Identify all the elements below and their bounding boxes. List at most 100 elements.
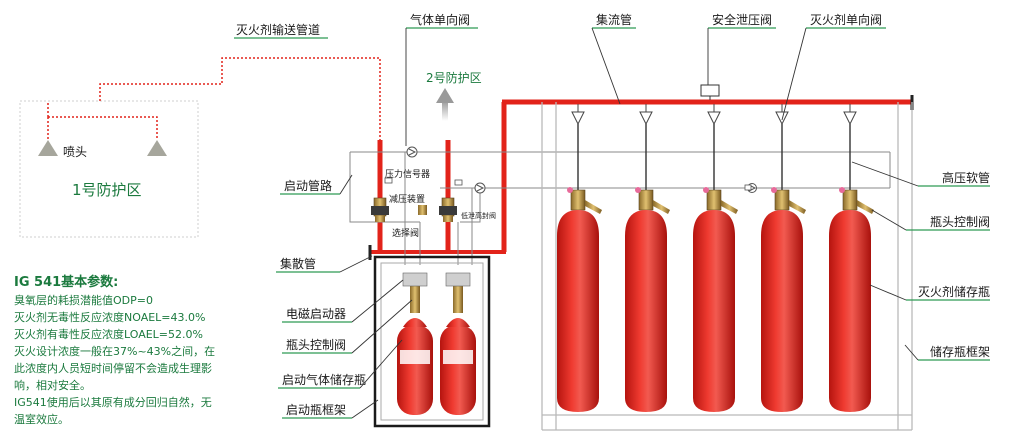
pressure-switch-icon <box>454 179 463 186</box>
leader-line <box>339 255 373 273</box>
nozzle-label: 喷头 <box>63 145 87 159</box>
leader-line <box>359 339 403 389</box>
leader-line <box>869 284 907 301</box>
cylinder-valve-lever <box>857 200 874 214</box>
selector-valve <box>371 197 389 222</box>
nozzle-icon <box>147 140 167 156</box>
cylinder-valve-lever <box>789 200 806 214</box>
storage-cylinder-rack-label: 储存瓶框架 <box>930 344 990 359</box>
cylinder-control-valve-label: 瓶头控制阀 <box>930 215 990 229</box>
cylinder-valve-lever <box>653 200 670 214</box>
zone-1: 喷头 1号防护区 <box>19 100 199 238</box>
zone-1-nozzle-pipe <box>47 101 158 140</box>
params-line: 此浓度内人员短时间停留不会造成生理影 <box>14 361 212 375</box>
pressure-gauge-icon <box>703 187 709 193</box>
pressure-switch-label: 压力信号器 <box>385 168 430 180</box>
pressure-gauge-icon <box>567 187 573 193</box>
start-line-left <box>349 152 420 223</box>
leader-line <box>781 27 807 121</box>
params-line: IG541使用后以其原有成分回归自然，无 <box>14 395 212 409</box>
agent-check-valve-label: 灭火剂单向阀 <box>810 12 882 27</box>
delivery-pipe-label: 灭火剂输送管道 <box>236 22 320 37</box>
nozzle-icon <box>38 140 58 156</box>
storage-cylinder <box>829 104 874 412</box>
params-line: 灭火剂有毒性反应浓度LOAEL=52.0% <box>14 327 203 341</box>
pressure-gauge-icon <box>839 187 845 193</box>
gas-check-valve-icon <box>474 182 486 194</box>
leader-line <box>351 399 379 419</box>
leader-line <box>351 279 404 323</box>
leader-line <box>904 344 919 361</box>
cylinder-valve-head <box>842 189 858 211</box>
red-pipes <box>368 95 914 260</box>
up-arrow-icon <box>436 88 454 103</box>
labels: 灭火剂输送管道 气体单向阀 集流管 安全泄压阀 灭火剂单向阀 高压软管 瓶头控制… <box>234 12 990 419</box>
cylinder-body <box>693 210 735 412</box>
high-pressure-hose-label: 高压软管 <box>942 170 990 185</box>
agent-check-valve-icon <box>707 111 721 126</box>
zone-2-label: 2号防护区 <box>426 70 482 85</box>
pressure-reducer-icon <box>418 205 427 215</box>
cylinder-valve-head <box>570 189 586 211</box>
agent-check-valve-icon <box>775 111 789 126</box>
cylinder-valve-head <box>638 189 654 211</box>
zone-2-arrow-shaft <box>442 101 448 121</box>
leader-line <box>351 299 413 354</box>
solenoid-actuator-label: 电磁启动器 <box>286 306 346 321</box>
pilot-cylinder-rack-label: 启动瓶框架 <box>286 403 346 417</box>
safety-relief-valve-label: 安全泄压阀 <box>712 12 772 27</box>
gas-check-valve-icon <box>406 146 418 158</box>
params-line: 灭火设计浓度一般在37%~43%之间，在 <box>14 344 215 358</box>
storage-cylinder <box>625 104 670 412</box>
start-line-drops <box>404 165 473 265</box>
pilot-gas-cylinder-label: 启动气体储存瓶 <box>282 372 366 387</box>
cylinder-valve-lever <box>721 200 738 214</box>
cylinder-body <box>829 210 871 412</box>
cylinder-body <box>761 210 803 412</box>
pressure-switch-icon <box>744 184 752 191</box>
zone-1-label: 1号防护区 <box>72 181 142 199</box>
storage-cylinder <box>557 104 602 412</box>
start-pipeline-label: 启动管路 <box>284 178 332 193</box>
params-line: 响，相对安全。 <box>14 378 91 392</box>
manifold-label: 集流管 <box>596 12 632 27</box>
low-pressure-vent-label: 低泄高封阀 <box>461 211 496 220</box>
agent-check-valve-icon <box>843 111 857 126</box>
agent-storage-cylinder-label: 灭火剂储存瓶 <box>918 284 990 299</box>
ig541-parameters: IG 541基本参数: 臭氧层的耗损潜能值ODP=0 灭火剂无毒性反应浓度NOA… <box>14 274 215 426</box>
pressure-switch-icon <box>384 177 393 184</box>
agent-check-valve-icon <box>571 111 585 126</box>
safety-relief-valve-icon <box>700 84 720 97</box>
collector-pipe-label: 集散管 <box>280 256 316 271</box>
cylinder-valve-head <box>706 189 722 211</box>
start-pipelines <box>349 151 891 265</box>
params-line: 臭氧层的耗损潜能值ODP=0 <box>14 293 153 307</box>
start-line-branch <box>404 152 481 223</box>
pressure-reducer-label: 减压装置 <box>389 193 425 205</box>
gas-check-valve-label: 气体单向阀 <box>410 12 470 27</box>
params-line: 温室效应。 <box>14 412 69 426</box>
pilot-cylinder <box>397 272 433 415</box>
leader-line <box>591 27 621 105</box>
leader-line <box>339 174 353 195</box>
storage-cylinder-rack <box>541 102 913 431</box>
pressure-gauge-icon <box>635 187 641 193</box>
cylinder-valve-lever <box>585 200 602 214</box>
leader-line <box>871 209 907 231</box>
zone-1-boundary <box>19 100 199 238</box>
selector-valve <box>439 197 457 222</box>
pressure-gauge-icon <box>771 187 777 193</box>
pilot-cylinder-rack <box>373 255 491 428</box>
pilot-cylinder-valve-label: 瓶头控制阀 <box>286 338 346 352</box>
leader-line <box>851 161 919 187</box>
storage-cylinder <box>761 104 806 412</box>
selector-valve-label: 选择阀 <box>392 227 419 239</box>
storage-cylinders <box>557 104 874 412</box>
params-title: IG 541基本参数: <box>14 274 118 290</box>
cylinder-valve-head <box>774 189 790 211</box>
agent-check-valve-icon <box>639 111 653 126</box>
cylinder-body <box>557 210 599 412</box>
params-line: 灭火剂无毒性反应浓度NOAEL=43.0% <box>14 310 205 324</box>
cylinder-body <box>625 210 667 412</box>
